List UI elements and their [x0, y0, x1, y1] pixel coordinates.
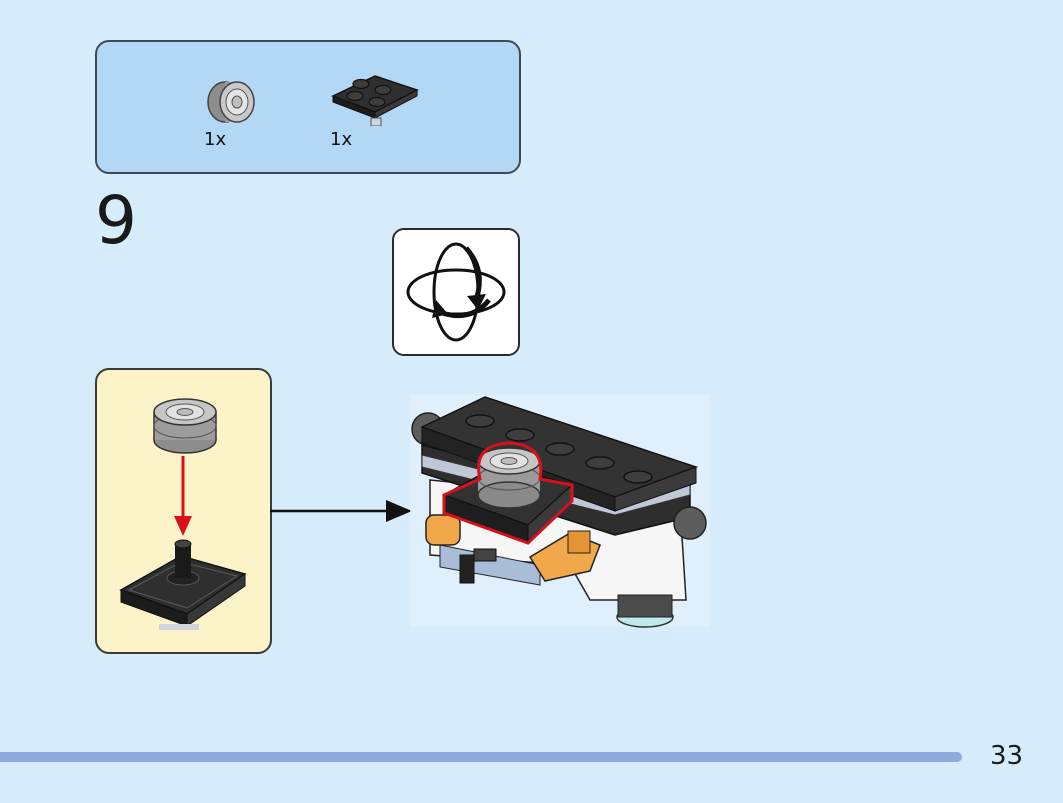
- attach-arrow: [270, 490, 416, 534]
- plate-quantity: 1x: [330, 129, 353, 150]
- main-model: [400, 385, 720, 635]
- step-number: 9: [95, 182, 137, 259]
- sub-assembly-box: [95, 368, 272, 654]
- wheel-part: [153, 398, 217, 454]
- rotate-hint-box: [392, 228, 520, 356]
- footer-bar: [0, 752, 962, 762]
- sub-assembly-diagram: [119, 398, 247, 630]
- page-number: 33: [990, 741, 1024, 771]
- wheel-quantity: 1x: [204, 129, 227, 150]
- rotate-model-icon: [406, 242, 506, 342]
- plate-with-axle: [119, 539, 247, 630]
- red-down-arrow: [174, 516, 192, 536]
- parts-list-box: 1x 1x: [95, 40, 521, 174]
- black-plate-2x2-icon: [329, 64, 421, 126]
- gray-wheel-icon: [201, 76, 261, 126]
- new-part-highlight: [442, 441, 574, 545]
- new-wheel: [477, 447, 541, 509]
